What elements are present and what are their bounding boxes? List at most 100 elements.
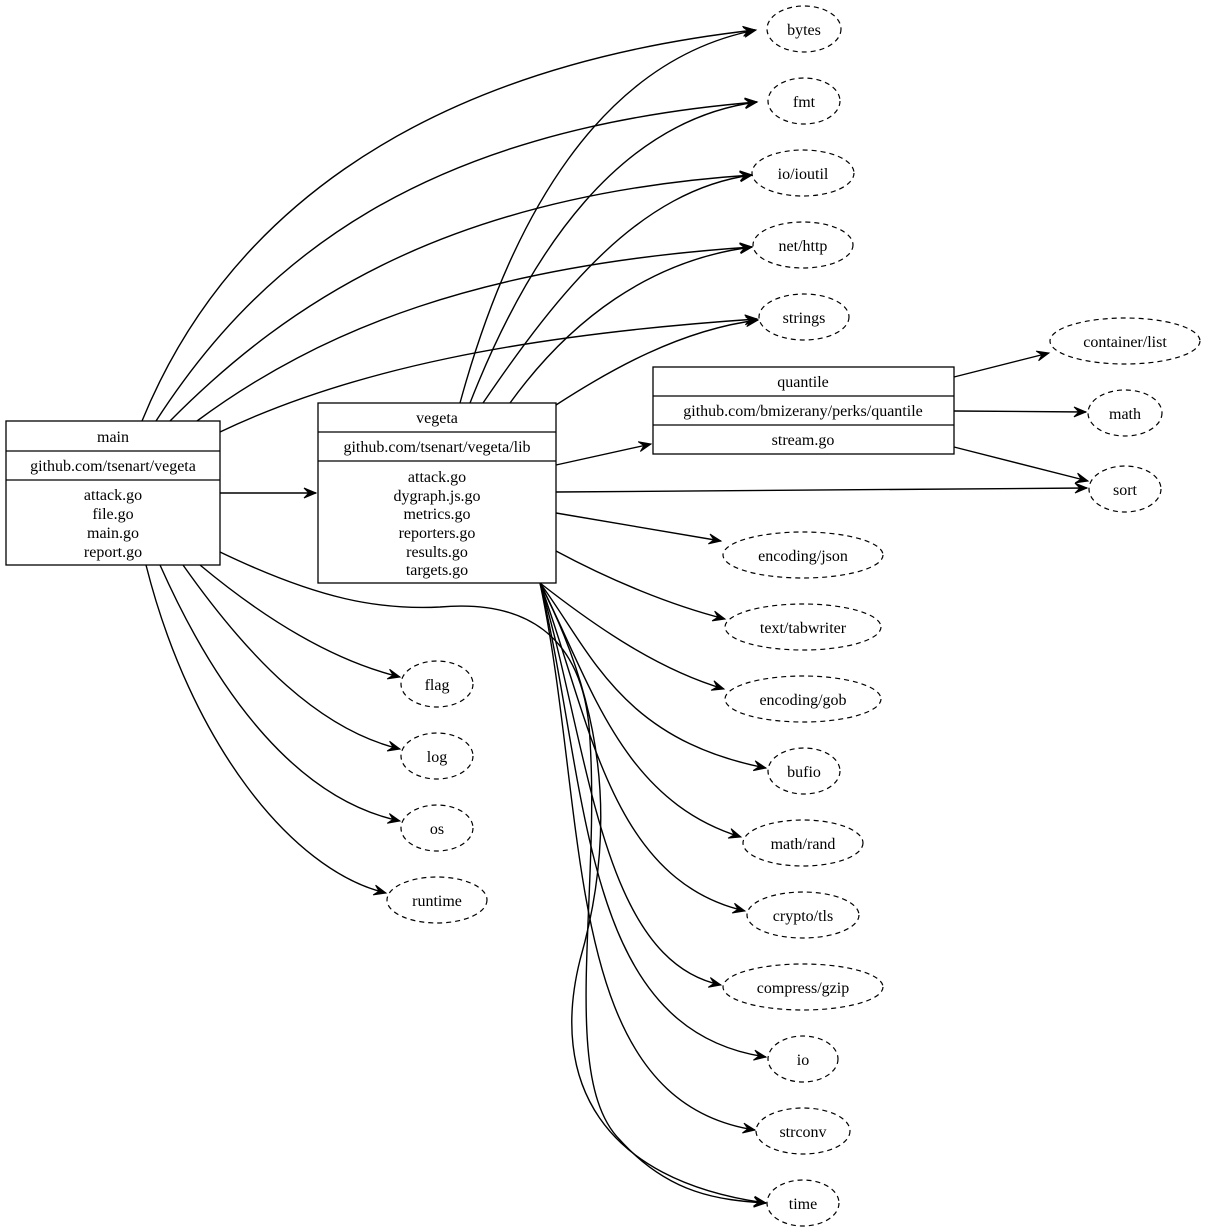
node-io-ioutil[interactable]: io/ioutil [751, 149, 855, 197]
node-bytes-label: bytes [787, 22, 821, 39]
node-main-file: report.go [84, 544, 142, 561]
edge-vegeta-to-text-tabwriter [555, 550, 727, 622]
node-text-tabwriter-label: text/tabwriter [760, 620, 847, 637]
node-log-label: log [427, 749, 447, 766]
edge-vegeta-to-compress-gzip [539, 582, 723, 988]
edge-vegeta-to-sort [555, 482, 1089, 494]
edge-vegeta-to-fmt [469, 98, 759, 404]
node-encoding-json-label: encoding/json [758, 548, 848, 565]
arrowhead-icon [753, 1195, 768, 1207]
arrowhead-icon [708, 533, 723, 545]
node-vegeta-file: results.go [406, 544, 468, 561]
arrowhead-icon [637, 441, 653, 452]
arrowhead-icon [739, 243, 754, 254]
node-text-tabwriter[interactable]: text/tabwriter [724, 603, 882, 651]
node-runtime[interactable]: runtime [386, 876, 488, 924]
node-time[interactable]: time [766, 1179, 840, 1227]
node-net-http[interactable]: net/http [752, 221, 854, 269]
arrowhead-icon [727, 828, 743, 839]
edge-vegeta-to-encoding-json [555, 512, 723, 545]
node-container-list-label: container/list [1083, 334, 1167, 351]
node-main-name: main [97, 429, 129, 446]
node-os-label: os [430, 821, 444, 838]
node-compress-gzip-label: compress/gzip [757, 980, 849, 997]
node-vegeta-file: dygraph.js.go [393, 488, 480, 505]
arrowhead-icon [303, 487, 318, 499]
arrowhead-icon [710, 680, 726, 691]
node-vegeta-import-path: github.com/tsenart/vegeta/lib [343, 439, 530, 456]
node-quantile[interactable]: quantile github.com/bmizerany/perks/quan… [652, 366, 955, 455]
node-flag[interactable]: flag [400, 660, 474, 708]
node-vegeta[interactable]: vegeta github.com/tsenart/vegeta/lib att… [317, 402, 557, 584]
node-time-label: time [789, 1196, 817, 1213]
node-strconv-label: strconv [779, 1124, 826, 1141]
node-runtime-label: runtime [412, 893, 462, 910]
arrowhead-icon [707, 977, 723, 988]
arrowhead-icon [1073, 406, 1088, 418]
node-container-list[interactable]: container/list [1049, 317, 1201, 365]
arrowhead-icon [372, 884, 388, 896]
edge-vegeta-to-io-ioutil [482, 171, 754, 404]
node-crypto-tls[interactable]: crypto/tls [746, 891, 860, 939]
arrowhead-icon [753, 1049, 768, 1061]
arrowhead-icon [386, 740, 402, 752]
edge-main-to-vegeta [220, 487, 318, 499]
node-bufio[interactable]: bufio [767, 747, 841, 795]
edge-vegeta-to-strconv [539, 582, 757, 1134]
node-io-label: io [797, 1052, 809, 1069]
edge-quantile-to-container-list [953, 350, 1051, 378]
node-math-label: math [1109, 406, 1141, 423]
edge-main-to-os [159, 564, 402, 824]
node-crypto-tls-label: crypto/tls [773, 908, 833, 925]
arrowhead-icon [752, 760, 768, 772]
node-vegeta-file: metrics.go [403, 506, 470, 523]
arrowhead-icon [731, 902, 747, 914]
node-bytes[interactable]: bytes [766, 5, 842, 53]
node-io-ioutil-label: io/ioutil [778, 166, 829, 183]
edge-vegeta-to-math-rand [539, 582, 743, 839]
node-compress-gzip[interactable]: compress/gzip [722, 963, 884, 1011]
node-fmt[interactable]: fmt [767, 77, 841, 125]
node-strings[interactable]: strings [758, 293, 850, 341]
node-math-rand[interactable]: math/rand [742, 819, 864, 867]
arrowhead-icon [745, 316, 760, 327]
node-encoding-json[interactable]: encoding/json [722, 531, 884, 579]
edge-vegeta-to-quantile [555, 441, 653, 466]
node-log[interactable]: log [400, 732, 474, 780]
node-vegeta-file: reporters.go [399, 525, 476, 542]
node-encoding-gob[interactable]: encoding/gob [724, 675, 882, 723]
arrowhead-icon [739, 171, 754, 183]
arrowhead-icon [742, 1122, 757, 1134]
edge-quantile-to-math [953, 406, 1088, 418]
edge-vegeta-to-crypto-tls [539, 582, 747, 914]
node-main-import-path: github.com/tsenart/vegeta [30, 458, 196, 475]
arrowhead-icon [711, 610, 727, 622]
arrowhead-icon [744, 98, 759, 110]
arrowhead-icon [742, 26, 758, 38]
node-io[interactable]: io [767, 1035, 839, 1083]
arrowhead-icon [1074, 472, 1090, 484]
node-net-http-label: net/http [779, 238, 828, 255]
node-bufio-label: bufio [787, 764, 821, 781]
edge-vegeta-to-encoding-gob [539, 582, 726, 691]
node-math[interactable]: math [1087, 389, 1163, 437]
edge-main-to-time [219, 551, 768, 1208]
node-strings-label: strings [783, 310, 826, 327]
node-vegeta-file: targets.go [406, 562, 468, 579]
edge-vegeta-to-net-http [509, 243, 754, 404]
edge-vegeta-to-io [539, 582, 768, 1061]
node-sort[interactable]: sort [1088, 465, 1162, 513]
node-main[interactable]: main github.com/tsenart/vegeta attack.go… [5, 420, 221, 566]
edges-layer [141, 25, 1090, 1208]
arrowhead-icon [386, 668, 402, 680]
edge-main-to-flag [199, 564, 402, 680]
node-os[interactable]: os [400, 804, 474, 852]
node-quantile-file: stream.go [772, 432, 835, 449]
edge-vegeta-to-bytes [459, 26, 758, 404]
node-fmt-label: fmt [793, 94, 816, 111]
node-main-file: attack.go [84, 487, 142, 504]
node-vegeta-name: vegeta [416, 410, 458, 427]
arrowhead-icon [386, 813, 402, 824]
node-vegeta-file: attack.go [408, 469, 466, 486]
node-strconv[interactable]: strconv [755, 1107, 851, 1155]
